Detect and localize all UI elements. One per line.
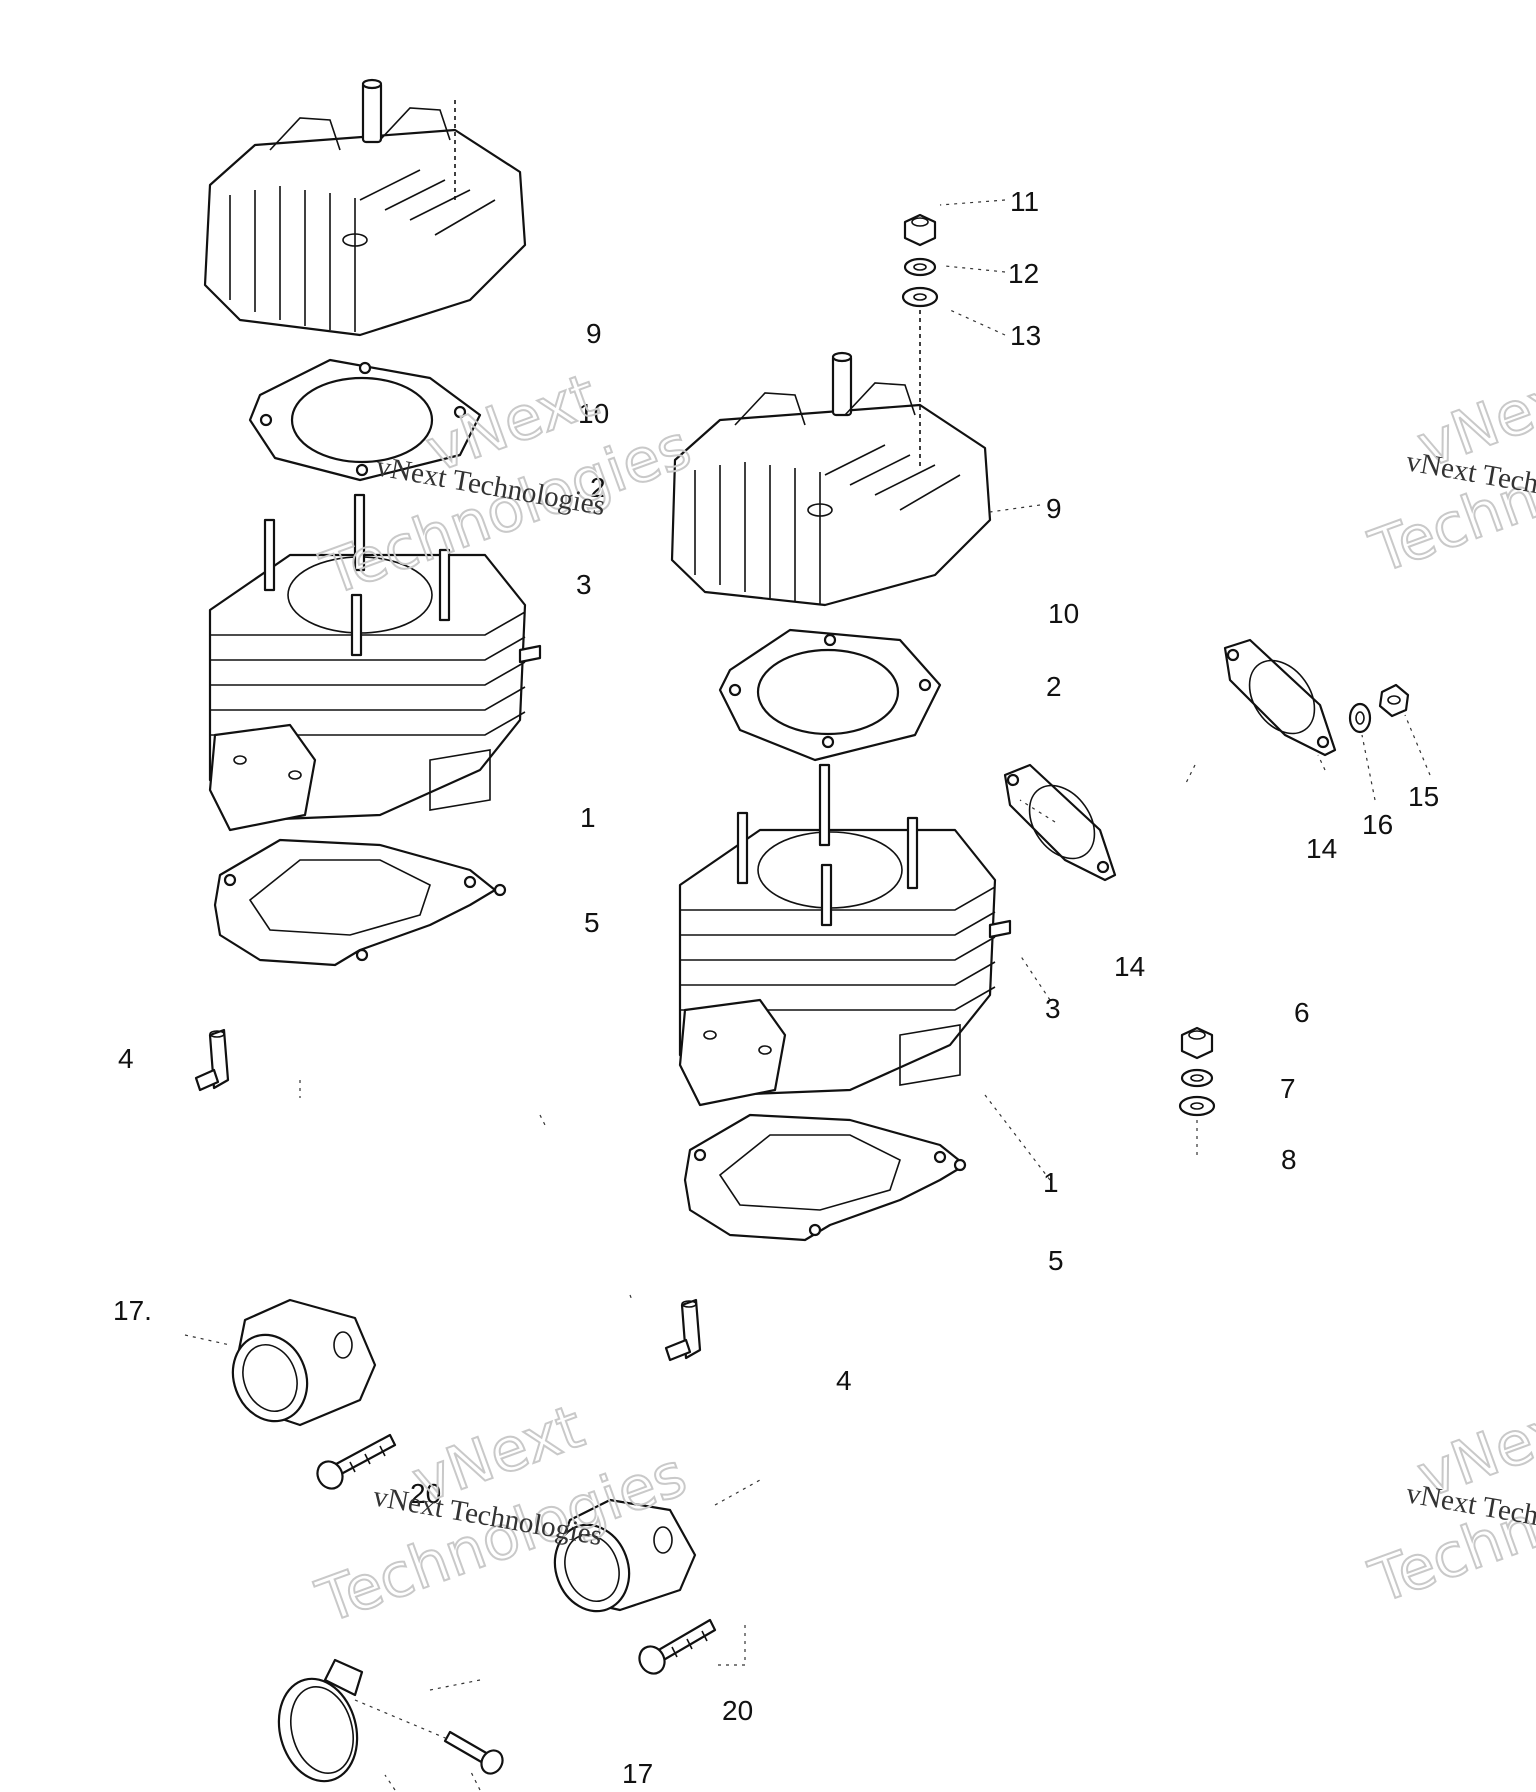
- callout-9a: 9: [586, 318, 602, 349]
- leader-lines: [184, 199, 1431, 1791]
- nut-icon: [1378, 683, 1410, 718]
- washer-icon: [1348, 702, 1372, 734]
- gasket-icon: [1003, 763, 1117, 882]
- gasket-icon: [213, 838, 507, 967]
- callout-12: 12: [1008, 258, 1039, 289]
- callout-3b: 3: [1045, 993, 1061, 1024]
- washer-icon: [1178, 1095, 1216, 1117]
- callout-11: 11: [1010, 186, 1039, 217]
- callout-2a: 2: [590, 472, 606, 503]
- intake-boot-icon: [553, 1498, 697, 1613]
- cylinder-head-icon: [670, 310, 992, 607]
- bolt-icon: [638, 1618, 717, 1675]
- gasket-icon: [683, 1113, 967, 1242]
- clamp-icon: [277, 1658, 364, 1783]
- callout-5a: 5: [584, 907, 600, 938]
- callout-20a: 20: [410, 1478, 441, 1509]
- cylinder-icon: [678, 763, 1012, 1107]
- callout-8: 8: [1281, 1144, 1297, 1175]
- callout-15: 15: [1408, 781, 1439, 812]
- gasket-icon: [248, 358, 482, 482]
- washer-icon: [903, 257, 937, 277]
- callouts: 9 10 2 3 1 5 4 11 12 13 9 10 2 3 1 5 4 1…: [113, 186, 1439, 1789]
- callout-1a: 1: [580, 802, 596, 833]
- callout-20b: 20: [722, 1695, 753, 1726]
- gasket-icon: [718, 628, 942, 762]
- callout-17a: 17.: [113, 1295, 152, 1326]
- callout-1b: 1: [1043, 1167, 1059, 1198]
- callout-3a: 3: [576, 569, 592, 600]
- callout-4a: 4: [118, 1043, 134, 1074]
- callout-16: 16: [1362, 809, 1393, 840]
- callout-4b: 4: [836, 1365, 852, 1396]
- washer-icon: [901, 286, 939, 308]
- watermark-4: vNext Technologies: [1360, 1385, 1536, 1618]
- washer-icon: [1180, 1068, 1214, 1088]
- callout-10a: 10: [578, 398, 609, 429]
- bolt-icon: [316, 1433, 397, 1490]
- nut-icon: [903, 213, 937, 247]
- intake-boot-icon: [231, 1298, 377, 1427]
- gasket-icon: [1223, 638, 1337, 757]
- callout-14b: 14: [1114, 951, 1145, 982]
- drain-fitting-icon: [194, 1028, 230, 1092]
- callout-14a: 14: [1306, 833, 1337, 864]
- callout-9b: 9: [1046, 493, 1062, 524]
- bolt-icon: [443, 1730, 504, 1775]
- cylinder-head-icon: [203, 78, 527, 337]
- callout-13: 13: [1010, 320, 1041, 351]
- cylinder-icon: [208, 493, 542, 832]
- callout-6: 6: [1294, 997, 1310, 1028]
- callout-17b: 17: [622, 1758, 653, 1789]
- callout-5b: 5: [1048, 1245, 1064, 1276]
- drain-fitting-icon: [664, 1298, 702, 1362]
- callout-10b: 10: [1048, 598, 1079, 629]
- callout-2b: 2: [1046, 671, 1062, 702]
- callout-7: 7: [1280, 1073, 1296, 1104]
- nut-icon: [1180, 1026, 1214, 1060]
